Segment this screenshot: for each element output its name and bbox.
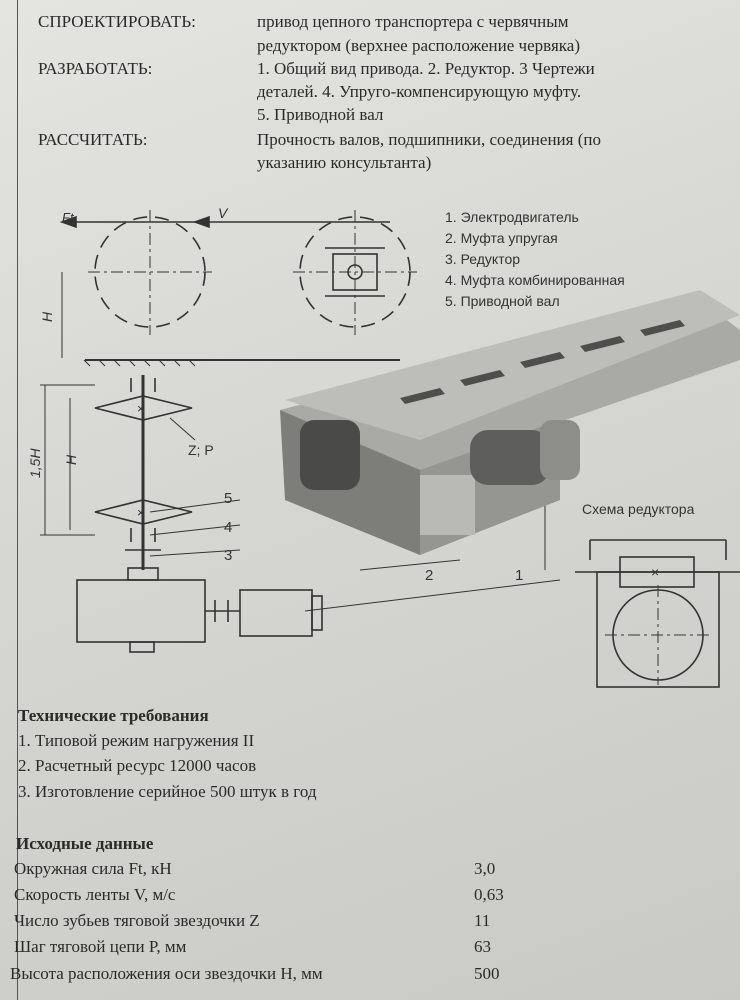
force-arrow bbox=[59, 215, 77, 229]
conveyor-photo bbox=[280, 290, 740, 555]
requirement-item: 1. Типовой режим нагружения II bbox=[18, 731, 255, 750]
upper-cross: × bbox=[137, 401, 145, 416]
input-row-value: 0,63 bbox=[474, 885, 504, 904]
input-data-title: Исходные данные bbox=[16, 834, 154, 853]
motor-body bbox=[239, 589, 313, 637]
develop-text-2: деталей. 4. Упруго-компенсирующую муфту. bbox=[257, 82, 582, 101]
callout-3: 3 bbox=[224, 547, 232, 564]
design-text-1: привод цепного транспортера с червячным bbox=[257, 12, 569, 31]
tensioner-block bbox=[332, 253, 378, 291]
calculate-label: РАССЧИТАТЬ: bbox=[38, 130, 148, 149]
legend-item: 3. Редуктор bbox=[445, 251, 520, 267]
callout-1: 1 bbox=[515, 567, 523, 584]
velocity-arrow bbox=[192, 215, 210, 229]
legend-item: 2. Муфта упругая bbox=[445, 230, 558, 246]
input-row-value: 500 bbox=[474, 964, 500, 983]
design-label: СПРОЕКТИРОВАТЬ: bbox=[38, 12, 196, 31]
input-row-value: 11 bbox=[474, 911, 491, 930]
input-row-label: Скорость ленты V, м/с bbox=[14, 885, 176, 904]
input-row-value: 63 bbox=[474, 937, 491, 956]
force-label: Ft bbox=[62, 210, 75, 225]
design-text-2: редуктором (верхнее расположение червяка… bbox=[257, 36, 580, 55]
requirement-item: 3. Изготовление серийное 500 штук в год bbox=[18, 782, 317, 801]
lower-cross: × bbox=[137, 505, 145, 520]
legend-item: 4. Муфта комбинированная bbox=[445, 272, 625, 288]
callout-4: 4 bbox=[224, 519, 232, 536]
calculate-text-2: указанию консультанта) bbox=[257, 153, 432, 172]
input-row-label: Окружная сила Ft, кН bbox=[14, 859, 172, 878]
legend: 1. Электродвигатель 2. Муфта упругая 3. … bbox=[445, 209, 625, 309]
calculate-text-1: Прочность валов, подшипники, соединения … bbox=[257, 130, 601, 149]
requirements-title: Технические требования bbox=[18, 706, 209, 725]
height2-label: H bbox=[63, 454, 79, 465]
upper-sprocket bbox=[94, 395, 193, 421]
height15-label: 1,5H bbox=[27, 448, 43, 478]
zp-label: Z; P bbox=[188, 442, 214, 458]
legend-item: 1. Электродвигатель bbox=[445, 209, 579, 225]
reducer-cross: × bbox=[651, 564, 659, 580]
develop-text-1: 1. Общий вид привода. 2. Редуктор. 3 Чер… bbox=[257, 59, 595, 78]
velocity-label: V bbox=[218, 205, 229, 221]
reducer-scheme bbox=[575, 539, 740, 688]
input-row-label: Число зубьев тяговой звездочки Z bbox=[14, 911, 260, 930]
legend-item: 5. Приводной вал bbox=[445, 293, 560, 309]
callout-5: 5 bbox=[224, 490, 232, 507]
input-row-value: 3,0 bbox=[474, 859, 496, 878]
page-margin-line bbox=[17, 0, 18, 1000]
reducer-body bbox=[76, 579, 206, 643]
develop-text-3: 5. Приводной вал bbox=[257, 105, 384, 124]
develop-label: РАЗРАБОТАТЬ: bbox=[38, 59, 153, 78]
callout-2: 2 bbox=[425, 567, 433, 584]
requirement-item: 2. Расчетный ресурс 12000 часов bbox=[18, 756, 257, 775]
lower-sprocket bbox=[94, 499, 193, 525]
reducer-scheme-title: Схема редуктора bbox=[582, 501, 695, 517]
input-row-label: Шаг тяговой цепи P, мм bbox=[14, 937, 187, 956]
input-row-label: Высота расположения оси звездочки H, мм bbox=[10, 964, 323, 983]
height-label: H bbox=[39, 311, 55, 322]
drive-diagram: Ft V H 1,5H H Z; P × × 5 4 3 2 1 1. Элек… bbox=[27, 205, 740, 688]
